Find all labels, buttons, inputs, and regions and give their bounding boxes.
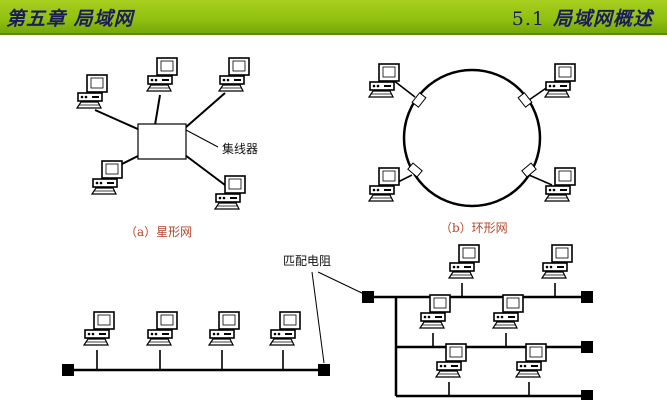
chapter-title: 第五章 局域网 [6,8,134,30]
star-topology: 集线器 （a）星形网 [76,57,258,239]
ring-interfaces [407,92,537,178]
ring-interface [521,162,537,178]
star-links [94,92,226,186]
ring-interface [407,162,423,178]
computer-icon [146,311,178,346]
section-name: 局域网概述 [552,8,653,30]
terminator-block [362,291,374,303]
computer-icon [368,167,400,202]
bus-drops [432,283,556,396]
terminator-block [581,341,593,353]
ring-cable [402,68,542,208]
terminator-block [62,364,74,376]
computer-icon [435,343,467,378]
bus-topology-left [62,311,330,376]
bus-topology-right [362,244,593,400]
ring-topology: （b）环形网 [368,63,576,235]
computer-icon [269,311,301,346]
ring-interface [411,92,427,108]
terminator-block [318,364,330,376]
bus-drops [96,350,284,370]
terminator-annotation: 匹配电阻 [283,254,365,364]
computer-icon [368,63,400,98]
computer-icon [448,244,480,279]
hub-label: 集线器 [222,141,258,156]
computer-icon [544,63,576,98]
ring-interface [517,92,533,108]
computer-icon [208,311,240,346]
bus-cables [370,295,588,398]
section-title: 5.1 局域网概述 [512,4,653,31]
title-bar: 第五章 局域网 5.1 局域网概述 [0,0,667,35]
computer-icon [146,57,178,92]
section-number: 5.1 [511,8,545,30]
computer-icon [419,294,451,329]
hub-label-leader [185,129,219,148]
computer-icon [541,244,573,279]
computer-icon [83,311,115,346]
computer-icon [218,57,250,92]
star-caption: （a）星形网 [125,225,192,239]
computer-icon [91,160,123,195]
computer-icon [76,74,108,109]
ring-caption: （b）环形网 [440,221,508,235]
terminator-block [581,390,593,400]
terminator-label: 匹配电阻 [283,254,331,268]
computer-icon [492,294,524,329]
terminator-block [581,291,593,303]
hub-box [137,123,187,160]
computer-icon [515,343,547,378]
